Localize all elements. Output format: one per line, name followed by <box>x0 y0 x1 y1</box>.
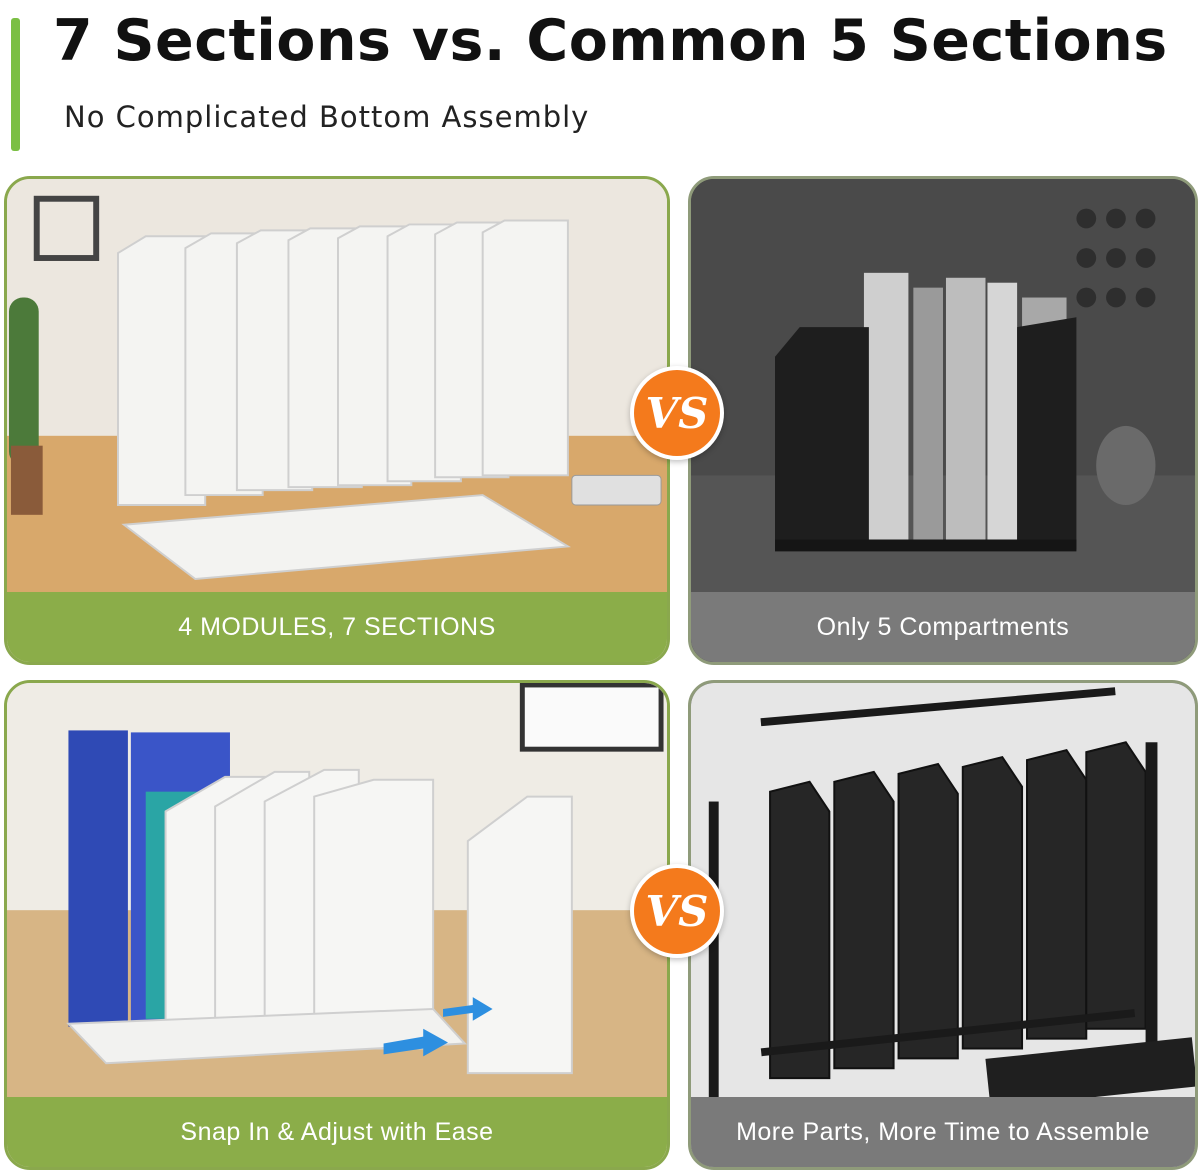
panel-seven-sections: 4 MODULES, 7 SECTIONS <box>4 176 670 665</box>
black-organizer-illustration <box>691 179 1195 594</box>
parts-illustration <box>691 683 1195 1167</box>
vs-badge-bottom: VS <box>630 864 724 958</box>
snap-in-illustration <box>7 683 667 1098</box>
panel-caption: More Parts, More Time to Assemble <box>691 1097 1195 1167</box>
panel-many-parts: More Parts, More Time to Assemble <box>688 680 1198 1170</box>
panel-caption: 4 MODULES, 7 SECTIONS <box>7 592 667 662</box>
page-title: 7 Sections vs. Common 5 Sections <box>53 8 1168 74</box>
vs-badge-top: VS <box>630 366 724 460</box>
panel-five-compartments: Only 5 Compartments <box>688 176 1198 665</box>
panel-snap-in: Snap In & Adjust with Ease <box>4 680 670 1170</box>
page-subtitle: No Complicated Bottom Assembly <box>64 100 590 134</box>
title-accent-bar <box>11 18 20 151</box>
panel-caption: Only 5 Compartments <box>691 592 1195 662</box>
white-organizer-illustration <box>7 179 667 594</box>
panel-caption: Snap In & Adjust with Ease <box>7 1097 667 1167</box>
